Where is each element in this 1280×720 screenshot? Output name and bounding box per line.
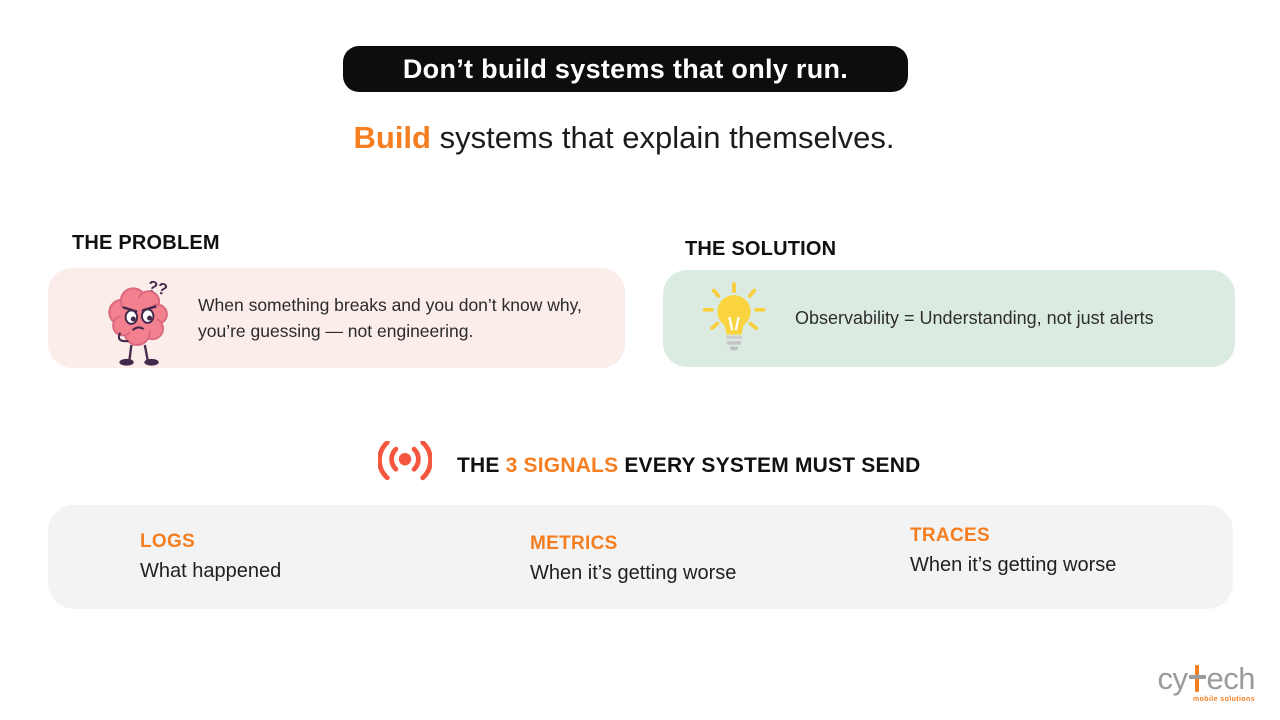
confused-brain-icon: ??	[96, 272, 184, 373]
logo-t-glyph	[1188, 664, 1206, 694]
solution-heading: THE SOLUTION	[685, 238, 837, 260]
cytech-logo-wordmark: cy ech	[1157, 661, 1256, 696]
logo-text-ech: ech	[1206, 661, 1256, 696]
signals-title-suffix: EVERY SYSTEM MUST SEND	[618, 453, 921, 477]
subtitle-highlight: Build	[353, 120, 432, 155]
subtitle-rest: systems that explain themselves.	[431, 120, 895, 155]
subtitle: Build systems that explain themselves.	[0, 120, 1264, 156]
signal-logs-label: LOGS	[140, 531, 196, 552]
logo-t-horizontal-bar	[1188, 675, 1206, 679]
signal-metrics: METRICS When it’s getting worse	[530, 533, 736, 585]
signal-logs-description: What happened	[140, 560, 282, 582]
signal-logs: LOGS What happened	[140, 531, 281, 583]
problem-text: When something breaks and you don’t know…	[198, 295, 582, 341]
lightbulb-icon	[699, 282, 769, 361]
signal-traces: TRACES When it’s getting worse	[910, 525, 1116, 577]
solution-card: Observability = Understanding, not just …	[663, 270, 1235, 367]
signal-traces-label: TRACES	[910, 525, 990, 546]
signals-title: THE 3 SIGNALS EVERY SYSTEM MUST SEND	[457, 454, 920, 478]
logo-tagline: mobile solutions	[1192, 696, 1255, 703]
problem-card: ?? When something brea	[48, 268, 625, 368]
signals-title-highlight: 3 SIGNALS	[505, 453, 619, 477]
signals-title-prefix: THE	[457, 453, 506, 477]
banner-text: Don’t build systems that only run.	[402, 53, 849, 84]
broadcast-icon	[377, 440, 433, 490]
banner-pill: Don’t build systems that only run.	[343, 46, 908, 92]
signal-metrics-label: METRICS	[530, 533, 618, 554]
logo-text-cy: cy	[1157, 661, 1189, 696]
signal-traces-description: When it’s getting worse	[910, 554, 1117, 576]
solution-text: Observability = Understanding, not just …	[795, 308, 1154, 328]
problem-heading: THE PROBLEM	[72, 232, 220, 254]
signals-box: LOGS What happened METRICS When it’s get…	[48, 505, 1233, 609]
signal-metrics-description: When it’s getting worse	[530, 562, 737, 584]
cytech-logo: cy ech mobile solutions	[1157, 661, 1256, 703]
signals-header: THE 3 SIGNALS EVERY SYSTEM MUST SEND	[377, 440, 920, 490]
